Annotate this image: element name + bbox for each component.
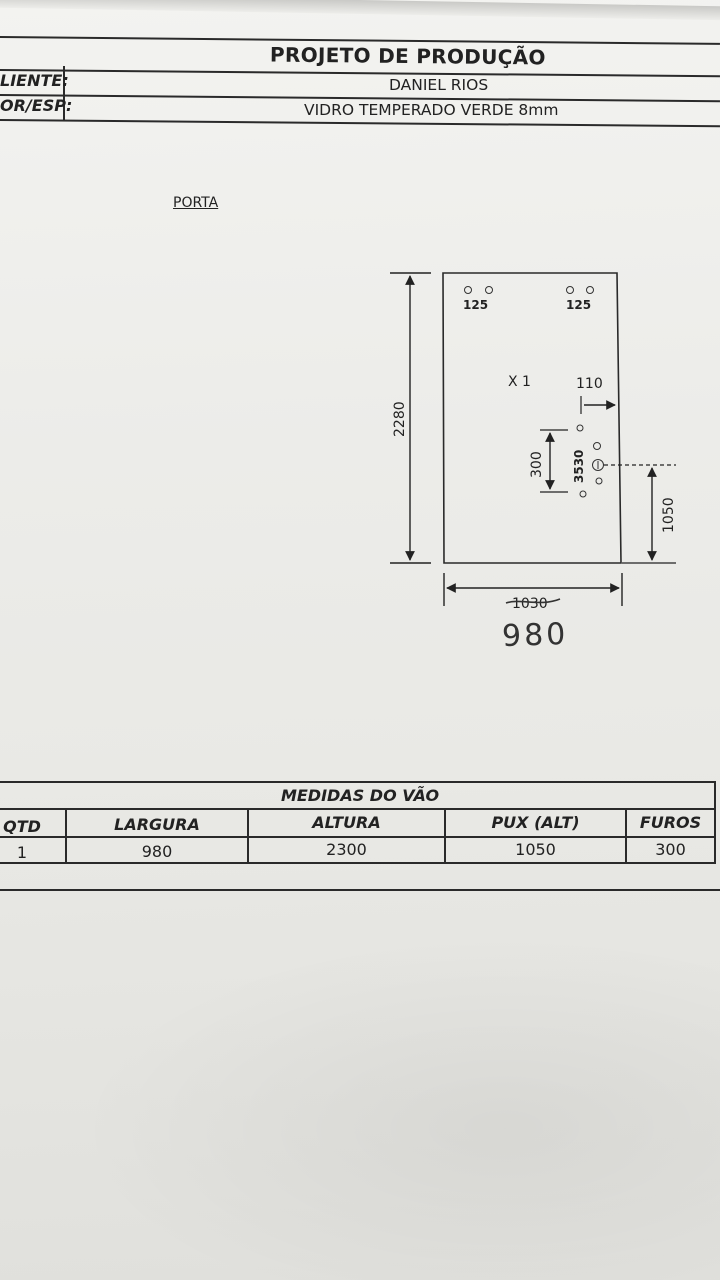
hinge-hole xyxy=(586,286,594,294)
table-rule-1 xyxy=(0,808,716,810)
cell-altura: 2300 xyxy=(326,840,367,859)
hinge-left-label: 125 xyxy=(463,298,488,312)
height-dim-label: 2280 xyxy=(392,401,408,437)
cell-qtd: 1 xyxy=(16,843,28,862)
col-header-furos: FUROS xyxy=(639,813,702,832)
client-value: DANIEL RIOS xyxy=(389,76,489,94)
table-title: MEDIDAS DO VÃO xyxy=(280,786,440,805)
handle-hole xyxy=(579,490,587,498)
handle-label: 3530 xyxy=(572,450,586,483)
table-col-divider xyxy=(444,808,446,864)
handle-hole xyxy=(593,442,601,450)
table-right-edge xyxy=(714,781,716,864)
page-bottom-rule xyxy=(0,889,720,891)
hinge-hole xyxy=(464,286,472,294)
handle-height-label: 1050 xyxy=(661,497,677,533)
handle-hole xyxy=(595,477,603,485)
table-col-divider xyxy=(65,808,67,864)
table-top-rule xyxy=(0,781,716,783)
col-header-altura: ALTURA xyxy=(312,813,381,832)
handle-hole xyxy=(576,424,584,432)
cell-largura: 980 xyxy=(141,842,173,861)
quantity-label: X 1 xyxy=(508,374,531,390)
cell-pux: 1050 xyxy=(515,840,556,859)
header-divider xyxy=(63,66,65,120)
handle-center-hole xyxy=(592,459,604,471)
handle-offset-label: 110 xyxy=(576,376,603,392)
col-header-qtd: QTD xyxy=(3,817,41,836)
col-header-pux: PUX (ALT) xyxy=(491,813,580,832)
table-col-divider xyxy=(247,808,249,864)
spacing-dim-label: 300 xyxy=(529,451,545,478)
hinge-hole xyxy=(485,286,493,294)
strike-scribble xyxy=(505,598,561,604)
glass-label: OR/ESP: xyxy=(0,96,73,115)
table-col-divider xyxy=(625,808,627,864)
table-bottom-rule xyxy=(0,862,716,864)
client-label: LIENTE: xyxy=(0,71,69,90)
hinge-hole xyxy=(566,286,574,294)
table-rule-2 xyxy=(0,836,716,838)
section-label: PORTA xyxy=(173,195,219,211)
width-dim-struck: 1030 xyxy=(512,596,548,612)
glass-value: VIDRO TEMPERADO VERDE 8mm xyxy=(304,101,559,119)
width-handwritten: 980 xyxy=(501,617,568,654)
hinge-right-label: 125 xyxy=(566,298,591,312)
col-header-largura: LARGURA xyxy=(114,815,200,834)
cell-furos: 300 xyxy=(655,840,686,859)
door-panel xyxy=(442,272,622,564)
